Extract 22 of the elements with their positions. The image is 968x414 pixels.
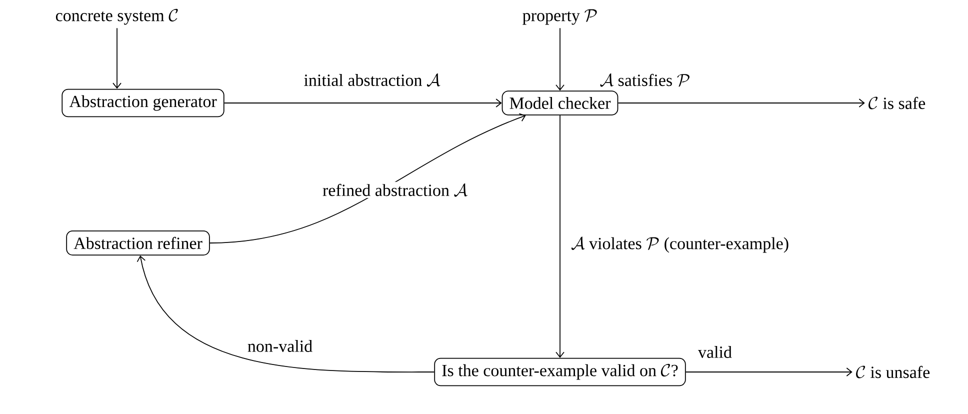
edge-label: $\text{initial abstraction }\mathcal{A}$ — [302, 72, 442, 88]
arrow — [224, 98, 502, 108]
node-text: $\mathcal{C}\text{ is safe}$ — [868, 96, 926, 110]
node-text: $\text{concrete system }\mathcal{C}$ — [56, 8, 178, 25]
node-text: $\mathcal{C}\text{ is unsafe}$ — [856, 366, 930, 378]
arrow — [685, 368, 852, 376]
process-box: Abstraction generator — [62, 88, 224, 118]
edge-label: non-valid — [245, 338, 315, 354]
arrow — [556, 28, 564, 91]
arrow — [209, 113, 526, 244]
arrow — [556, 114, 564, 358]
edge-label: $\text{refined abstraction }\mathcal{A}$ — [320, 182, 470, 198]
process-box: $\text{Is the counter-example valid on }\mathcal{C}\text{?}$ — [434, 358, 686, 386]
edge-label: valid — [696, 344, 734, 360]
arrow — [136, 256, 435, 372]
edge-label: $\mathcal{A}\text{ satisfies }\mathcal{P}$ — [598, 72, 692, 88]
arrow — [112, 28, 122, 89]
edge-label: $\mathcal{A}\text{ violates }\mathcal{P}\text{ (counter-example)}$ — [568, 235, 792, 255]
arrow — [618, 98, 865, 108]
node-text: $\text{property }\mathcal{P}$ — [522, 9, 597, 25]
process-box: Model checker — [502, 90, 618, 116]
process-box: Abstraction refiner — [66, 230, 210, 256]
